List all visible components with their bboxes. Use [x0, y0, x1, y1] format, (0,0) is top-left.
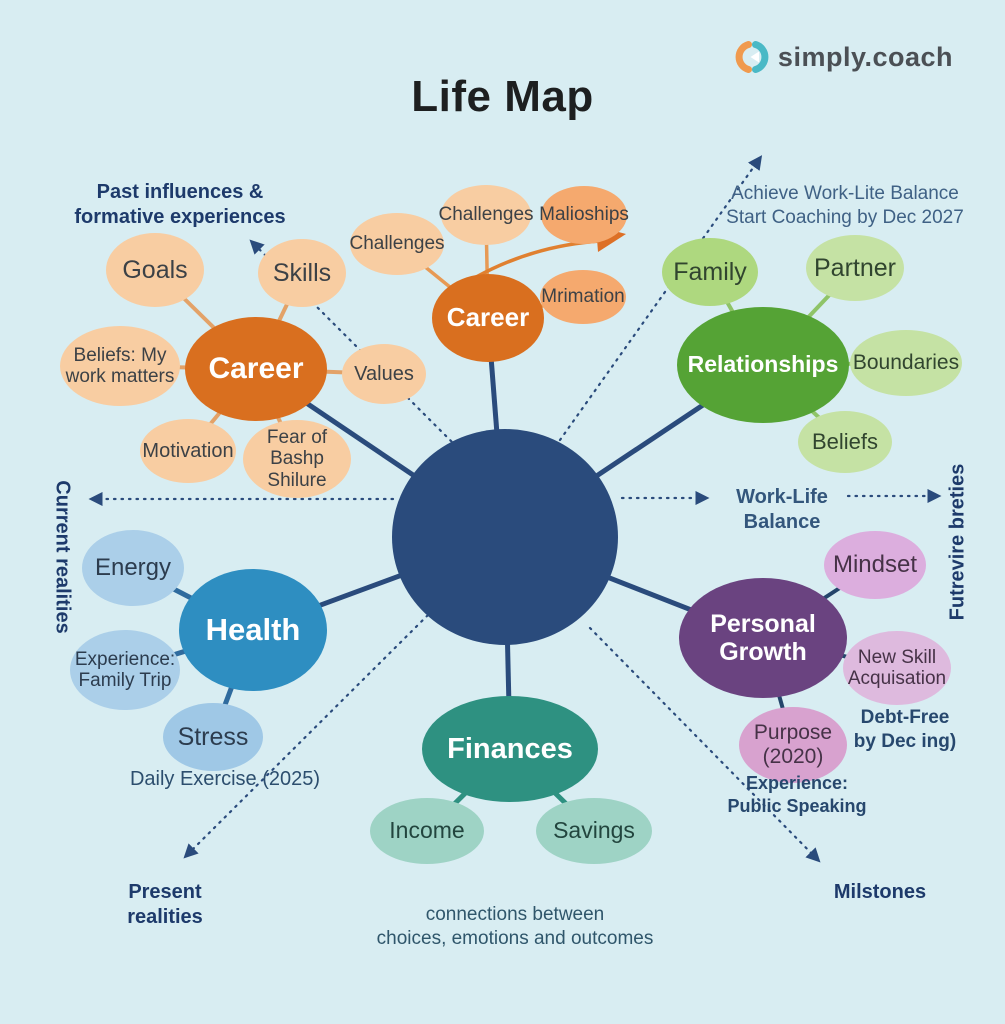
node-energy: Energy [82, 530, 184, 606]
simply-coach-icon [735, 41, 769, 73]
brand-name: simply.coach [777, 41, 953, 72]
node-label: Purpose (2020) [753, 721, 833, 768]
node-relationships: Relationships [677, 307, 849, 423]
connections-label: connections between choices, emotions an… [376, 904, 654, 949]
node-label: Career [208, 352, 304, 386]
node-label: Finances [447, 732, 573, 765]
node-savings: Savings [536, 798, 652, 864]
node-finances: Finances [422, 696, 598, 802]
brand-logo: simply.coach [735, 40, 953, 74]
node-label: Personal Growth [710, 610, 816, 666]
node-label: Beliefs: My work matters [65, 344, 175, 387]
present-realities-label: Present realities [127, 881, 203, 928]
node-stress: Stress [163, 703, 263, 771]
node-label: Challenges [349, 233, 445, 255]
node-label: Stress [177, 723, 249, 751]
debt-free-label: Debt-Free by Dec ing) [853, 707, 957, 752]
node-label: Mrimation [541, 286, 625, 308]
node-label: Goals [122, 256, 188, 284]
node-fear: Fear of Bashp Shilure [243, 420, 351, 498]
node-label: Partner [814, 254, 896, 282]
node-boundaries: Boundaries [850, 330, 962, 396]
node-label: Mindset [832, 550, 918, 578]
node-label: Energy [94, 553, 172, 581]
node-income: Income [370, 798, 484, 864]
node-partner: Partner [806, 235, 904, 301]
node-career-left: Career [185, 317, 327, 421]
node-label: Experience: Family Trip [74, 648, 176, 691]
node-label: Family [673, 258, 747, 286]
past-influences-label: Past influences & formative experiences [74, 181, 286, 228]
node-career-top: Career [432, 274, 544, 362]
node-label: Health [205, 611, 301, 647]
node-skills: Skills [258, 239, 346, 307]
node-label: Fear of Bashp Shilure [266, 427, 328, 491]
node-label: Boundaries [852, 351, 960, 375]
node-challenges-left: Challenges [349, 213, 445, 275]
node-motivation: Motivation [140, 419, 236, 483]
node-new-skill: New Skill Acquisation [843, 631, 951, 705]
experience-public-label: Experience: Public Speaking [727, 773, 867, 816]
node-label: Malioships [539, 204, 629, 226]
milestones-label: Milstones [833, 881, 927, 903]
node-label: Income [389, 817, 465, 844]
node-malioships: Malioships [539, 186, 629, 244]
node-values: Values [342, 344, 426, 404]
work-life-balance-label: Work-Life Balance [736, 486, 828, 533]
node-label: New Skill Acquisation [847, 646, 947, 689]
node-label: Savings [553, 817, 635, 844]
node-beliefs-rel: Beliefs [798, 411, 892, 473]
node-family: Family [662, 238, 758, 306]
node-personal-growth: Personal Growth [679, 578, 847, 698]
node-label: Career [446, 302, 530, 333]
node-label: Values [354, 362, 414, 385]
future-realities-label: Futrevire breties [946, 463, 969, 621]
hub-node [392, 429, 618, 645]
node-goals: Goals [106, 233, 204, 307]
node-label: Motivation [142, 439, 234, 462]
node-label: Beliefs [811, 428, 879, 454]
node-purpose: Purpose (2020) [739, 707, 847, 783]
node-challenges-top: Challenges [438, 185, 534, 245]
node-mindset: Mindset [824, 531, 926, 599]
node-label: Skills [272, 259, 332, 287]
node-label: Relationships [687, 351, 839, 378]
node-beliefs-work: Beliefs: My work matters [60, 326, 180, 406]
goal-note-label: Achieve Work-Lite Balance Start Coaching… [726, 183, 964, 228]
node-health: Health [179, 569, 327, 691]
node-mrimation: Mrimation [540, 270, 626, 324]
node-experience-family: Experience: Family Trip [70, 630, 180, 710]
daily-exercise-label: Daily Exercise (2025) [129, 768, 321, 790]
node-label: Challenges [438, 204, 534, 226]
page-title: Life Map [411, 72, 594, 121]
current-realities-label: Current realities [51, 480, 74, 634]
